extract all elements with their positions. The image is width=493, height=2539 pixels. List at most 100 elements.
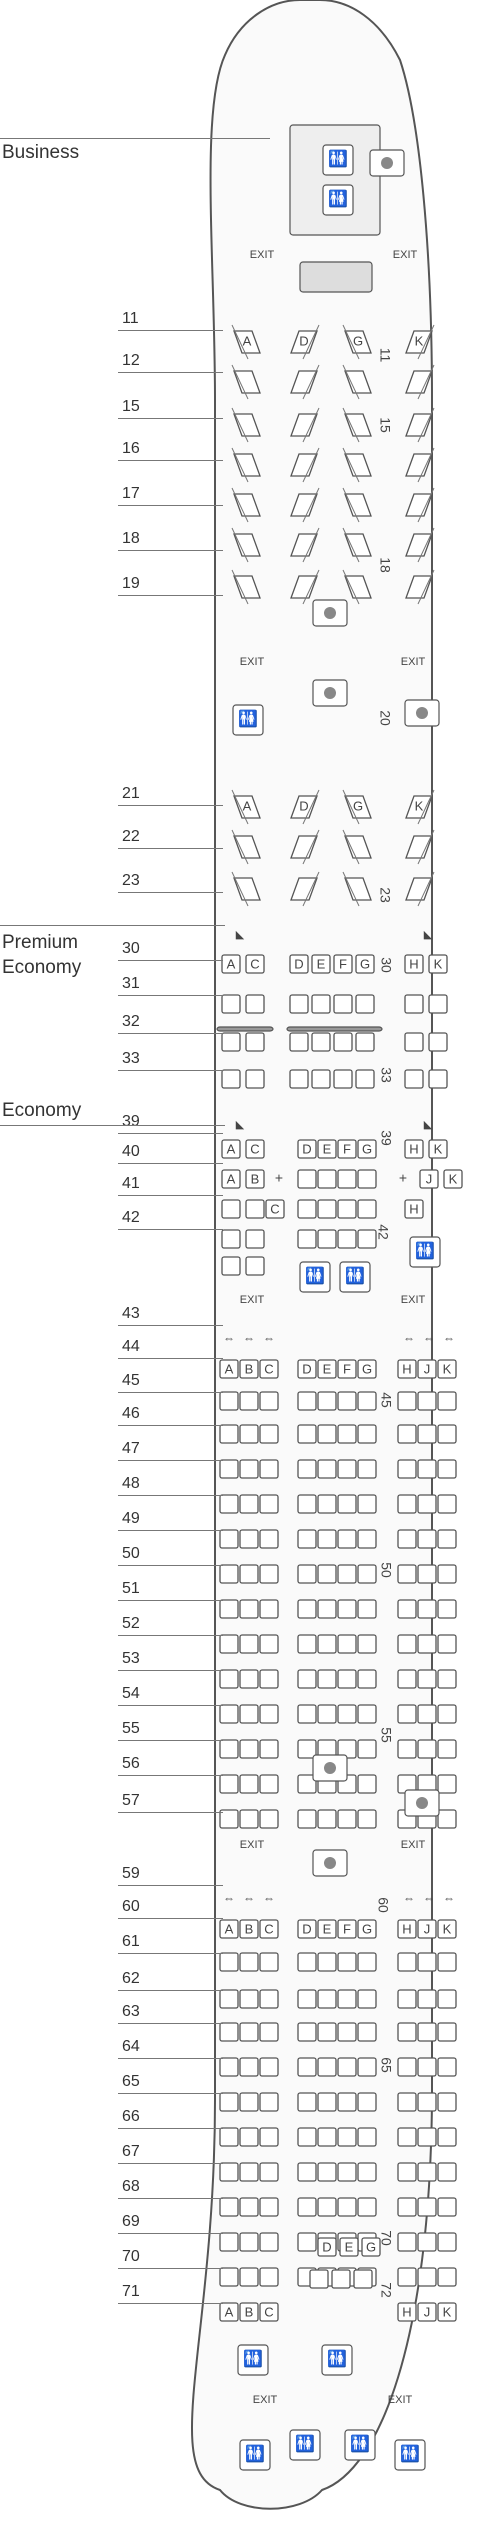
- seat[interactable]: [437, 1391, 457, 1411]
- seat-box[interactable]: [428, 1032, 448, 1052]
- seat-box[interactable]: [221, 1169, 241, 1189]
- seat[interactable]: [239, 2267, 259, 2287]
- seat-box[interactable]: [317, 1391, 337, 1411]
- seat-box[interactable]: [317, 1599, 337, 1619]
- seat-box[interactable]: [219, 2302, 239, 2322]
- seat-box[interactable]: [417, 1564, 437, 1584]
- seat-box[interactable]: [437, 1774, 457, 1794]
- seat-box[interactable]: [357, 1669, 377, 1689]
- seat[interactable]: [245, 1032, 265, 1052]
- seat-box[interactable]: [357, 1391, 377, 1411]
- seat[interactable]: [357, 1669, 377, 1689]
- seat-box[interactable]: [317, 2057, 337, 2077]
- seat-box[interactable]: [259, 1359, 279, 1379]
- seat-box[interactable]: [259, 2057, 279, 2077]
- seat-shell[interactable]: [405, 330, 433, 354]
- seat-box[interactable]: [297, 1669, 317, 1689]
- seat-box[interactable]: [219, 1599, 239, 1619]
- seat-box[interactable]: [259, 1494, 279, 1514]
- seat-box[interactable]: [219, 1424, 239, 1444]
- seat-shell[interactable]: [233, 835, 261, 859]
- seat[interactable]: [297, 1989, 317, 2009]
- seat-box[interactable]: [239, 1669, 259, 1689]
- seat[interactable]: [297, 1739, 317, 1759]
- seat-box[interactable]: [297, 1391, 317, 1411]
- seat[interactable]: [259, 2022, 279, 2042]
- seat-shell[interactable]: [233, 575, 261, 599]
- seat[interactable]: [219, 2162, 239, 2182]
- seat[interactable]: C: [265, 1199, 285, 1219]
- seat-box[interactable]: [309, 2269, 329, 2289]
- seat[interactable]: [417, 2092, 437, 2112]
- seat-box[interactable]: [428, 954, 448, 974]
- seat-box[interactable]: [239, 1919, 259, 1939]
- seat-box[interactable]: [245, 1229, 265, 1249]
- seat-box[interactable]: [259, 1669, 279, 1689]
- seat[interactable]: J: [417, 1359, 437, 1379]
- seat[interactable]: [245, 1229, 265, 1249]
- seat-box[interactable]: [219, 2127, 239, 2147]
- seat[interactable]: [219, 1564, 239, 1584]
- seat[interactable]: [221, 1069, 241, 1089]
- seat-box[interactable]: [417, 1529, 437, 1549]
- seat[interactable]: [337, 1229, 357, 1249]
- seat-box[interactable]: [259, 2197, 279, 2217]
- seat-box[interactable]: [317, 1169, 337, 1189]
- seat-box[interactable]: [259, 2267, 279, 2287]
- seat[interactable]: [437, 1564, 457, 1584]
- seat[interactable]: E: [317, 1359, 337, 1379]
- seat[interactable]: [397, 2267, 417, 2287]
- seat[interactable]: [297, 1669, 317, 1689]
- seat-box[interactable]: [437, 1494, 457, 1514]
- seat-box[interactable]: [337, 2197, 357, 2217]
- seat-box[interactable]: [357, 1459, 377, 1479]
- seat[interactable]: [317, 2092, 337, 2112]
- seat[interactable]: [357, 1704, 377, 1724]
- seat-box[interactable]: [219, 2057, 239, 2077]
- seat-box[interactable]: [355, 954, 375, 974]
- seat-box[interactable]: [397, 1989, 417, 2009]
- seat-box[interactable]: [245, 1069, 265, 1089]
- seat-box[interactable]: [443, 1169, 463, 1189]
- seat[interactable]: G: [355, 954, 375, 974]
- seat[interactable]: [355, 1032, 375, 1052]
- business-seat[interactable]: [405, 871, 435, 907]
- seat-box[interactable]: [357, 1359, 377, 1379]
- seat[interactable]: [397, 1459, 417, 1479]
- seat[interactable]: [239, 1459, 259, 1479]
- seat-box[interactable]: [397, 1391, 417, 1411]
- seat-box[interactable]: [259, 1739, 279, 1759]
- seat-box[interactable]: [337, 1634, 357, 1654]
- seat-shell[interactable]: [290, 370, 318, 394]
- seat-box[interactable]: [397, 2197, 417, 2217]
- seat-shell[interactable]: [405, 370, 433, 394]
- seat[interactable]: [428, 1032, 448, 1052]
- seat[interactable]: [331, 2269, 351, 2289]
- seat[interactable]: [219, 2092, 239, 2112]
- seat[interactable]: [239, 2162, 259, 2182]
- seat[interactable]: [239, 2127, 259, 2147]
- seat-box[interactable]: [219, 1739, 239, 1759]
- seat[interactable]: [297, 1391, 317, 1411]
- seat-box[interactable]: [417, 2302, 437, 2322]
- seat-box[interactable]: [397, 2022, 417, 2042]
- seat[interactable]: [239, 1809, 259, 1829]
- seat-box[interactable]: [259, 1774, 279, 1794]
- seat-box[interactable]: [417, 1669, 437, 1689]
- seat[interactable]: [239, 2092, 259, 2112]
- seat[interactable]: [357, 1529, 377, 1549]
- seat-box[interactable]: [317, 1952, 337, 1972]
- seat[interactable]: [437, 1952, 457, 1972]
- business-seat[interactable]: [405, 487, 435, 523]
- seat-box[interactable]: [437, 2197, 457, 2217]
- seat[interactable]: J: [417, 1919, 437, 1939]
- seat-box[interactable]: [297, 2162, 317, 2182]
- seat[interactable]: K: [437, 1359, 457, 1379]
- business-seat[interactable]: [290, 407, 320, 443]
- seat[interactable]: K: [428, 954, 448, 974]
- seat-box[interactable]: [417, 1704, 437, 1724]
- seat[interactable]: [337, 1199, 357, 1219]
- business-seat[interactable]: [231, 487, 261, 523]
- seat[interactable]: [259, 1494, 279, 1514]
- seat[interactable]: [297, 1529, 317, 1549]
